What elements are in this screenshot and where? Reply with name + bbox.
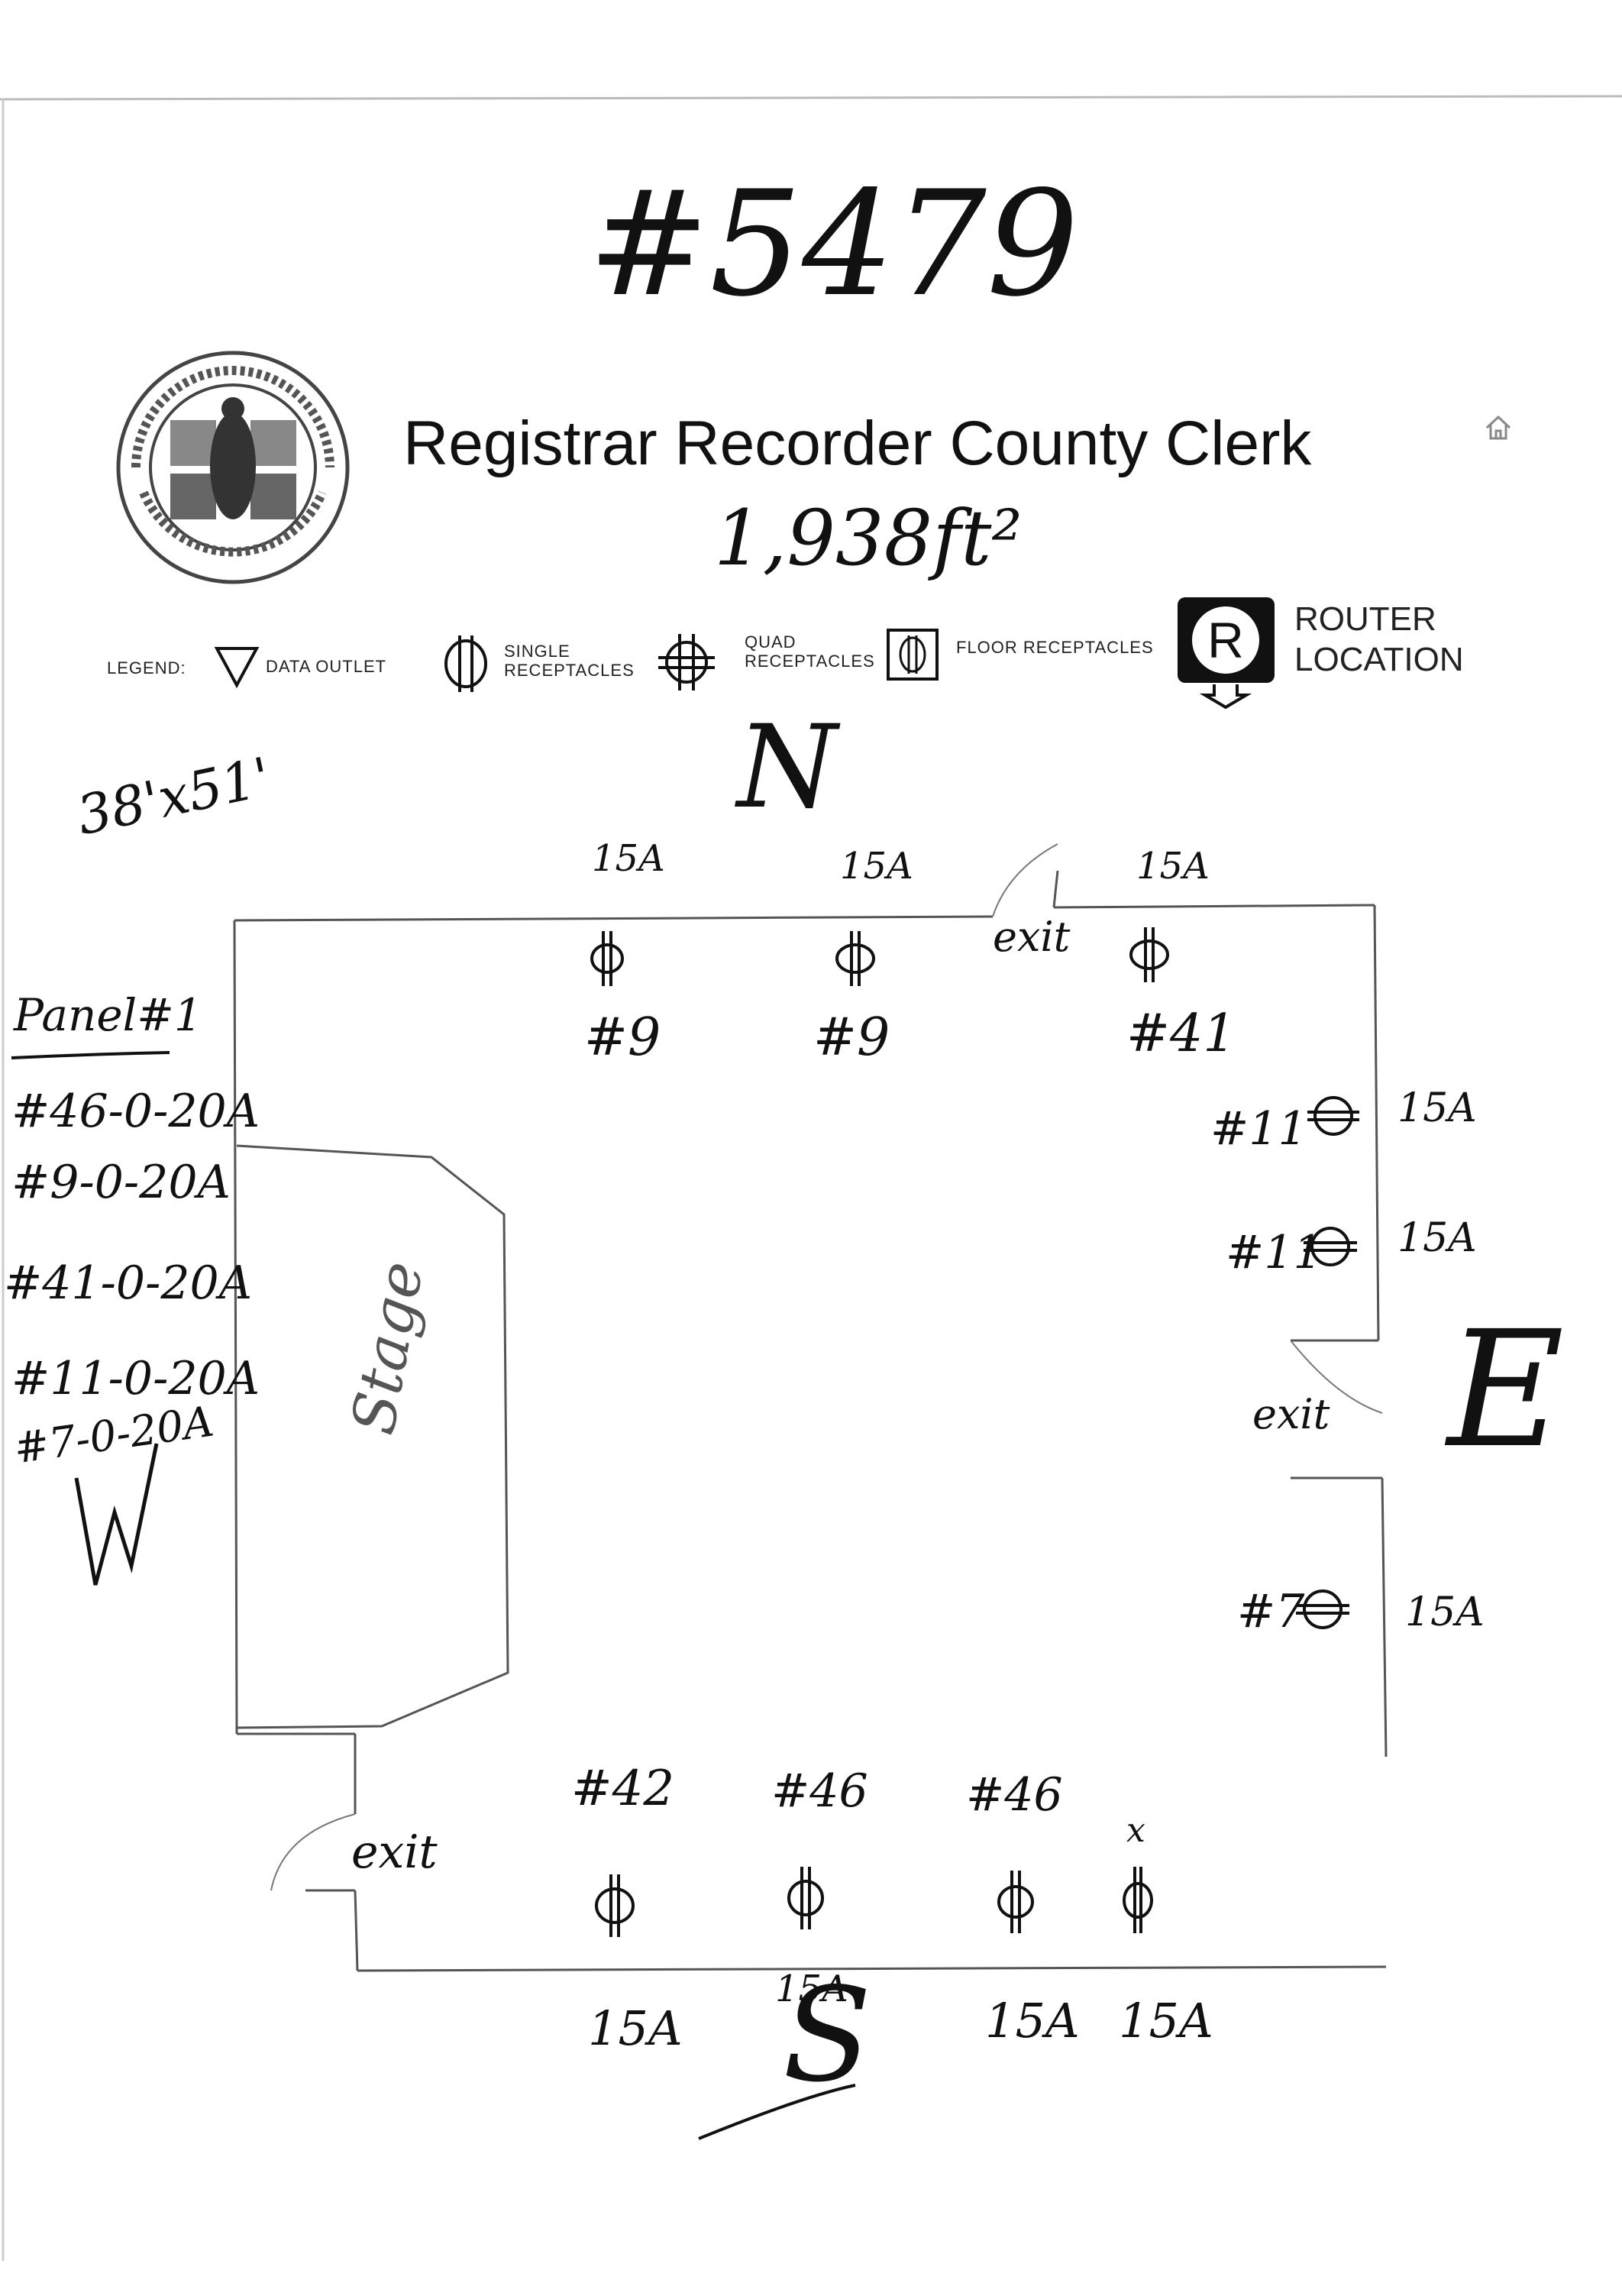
single-receptacle-icon bbox=[783, 1864, 829, 1932]
outlet-amp: 15A bbox=[775, 1968, 848, 2010]
west-arrow-mark bbox=[74, 1443, 159, 1586]
outlet-circuit: #9 bbox=[813, 1007, 890, 1068]
outlet-circuit: #11 bbox=[1226, 1226, 1323, 1279]
legend-data-outlet: DATA OUTLET bbox=[266, 657, 387, 676]
room-walls bbox=[233, 870, 1388, 1972]
south-underline bbox=[698, 2084, 856, 2140]
single-receptacle-icon bbox=[832, 928, 878, 989]
outlet-circuit: #46 bbox=[966, 1768, 1063, 1822]
organization-name: Registrar Recorder County Clerk bbox=[403, 409, 1312, 478]
outlet-circuit: #11 bbox=[1210, 1102, 1307, 1156]
door-swings bbox=[270, 843, 1383, 1891]
single-receptacle-legend-icon bbox=[443, 632, 489, 695]
compass-south: S bbox=[783, 1960, 872, 2111]
outlet-amp: 15A bbox=[1397, 1215, 1477, 1261]
exit-label-north: exit bbox=[993, 913, 1071, 961]
compass-east: E bbox=[1447, 1296, 1565, 1483]
stage-outline bbox=[236, 1144, 509, 1729]
floor-receptacle-legend-icon bbox=[886, 628, 939, 681]
quad-receptacle-icon bbox=[1302, 1218, 1359, 1276]
county-seal-icon bbox=[113, 348, 354, 588]
document-number: #5479 bbox=[588, 160, 1079, 328]
quad-receptacle-icon bbox=[1294, 1581, 1352, 1638]
home-icon[interactable] bbox=[1483, 412, 1514, 443]
single-receptacle-icon bbox=[993, 1868, 1039, 1936]
outlet-amp: 15A bbox=[985, 1993, 1080, 2049]
outlet-amp: 15A bbox=[588, 2000, 683, 2056]
outlet-circuit: #42 bbox=[571, 1761, 675, 1817]
outlet-circuit: #9 bbox=[584, 1007, 661, 1068]
panel-underline bbox=[11, 1051, 170, 1059]
outlet-amp: 15A bbox=[592, 837, 665, 880]
panel-circuit: #9-0-20A bbox=[11, 1156, 231, 1209]
outlet-circuit: #7 bbox=[1237, 1585, 1305, 1638]
legend-floor: FLOOR RECEPTACLES bbox=[956, 638, 1154, 657]
router-location-legend-icon: R bbox=[1174, 594, 1278, 710]
outlet-amp: 15A bbox=[1119, 1993, 1213, 2049]
area-label: 1,938ft² bbox=[714, 493, 1023, 583]
single-receptacle-icon bbox=[588, 928, 626, 989]
panel-circuit: #41-0-20A bbox=[4, 1256, 253, 1310]
scan-edge bbox=[0, 95, 1622, 101]
legend-label: LEGEND: bbox=[107, 658, 186, 677]
panel-title: Panel#1 bbox=[14, 989, 202, 1041]
exit-label-southwest: exit bbox=[351, 1825, 438, 1879]
outlet-amp: 15A bbox=[1136, 845, 1210, 888]
quad-receptacle-icon bbox=[1306, 1088, 1361, 1143]
outlet-amp: 15A bbox=[1397, 1085, 1477, 1131]
svg-text:R: R bbox=[1207, 612, 1244, 668]
outlet-circuit: #41 bbox=[1126, 1004, 1236, 1064]
outlet-circuit: #46 bbox=[771, 1764, 868, 1818]
compass-north: N bbox=[737, 701, 838, 834]
panel-circuit: #46-0-20A bbox=[11, 1085, 260, 1138]
exit-label-east: exit bbox=[1252, 1390, 1330, 1438]
panel-circuit: #11-0-20A bbox=[11, 1352, 260, 1405]
outlet-amp: 15A bbox=[840, 845, 913, 888]
outlet-amp: 15A bbox=[1405, 1589, 1485, 1635]
data-outlet-legend-icon bbox=[214, 645, 260, 689]
single-receptacle-icon bbox=[592, 1871, 638, 1940]
single-receptacle-icon bbox=[1119, 1864, 1157, 1936]
outlet-circuit: x bbox=[1126, 1811, 1145, 1850]
single-receptacle-icon bbox=[1126, 924, 1172, 985]
quad-receptacle-legend-icon bbox=[655, 631, 718, 694]
